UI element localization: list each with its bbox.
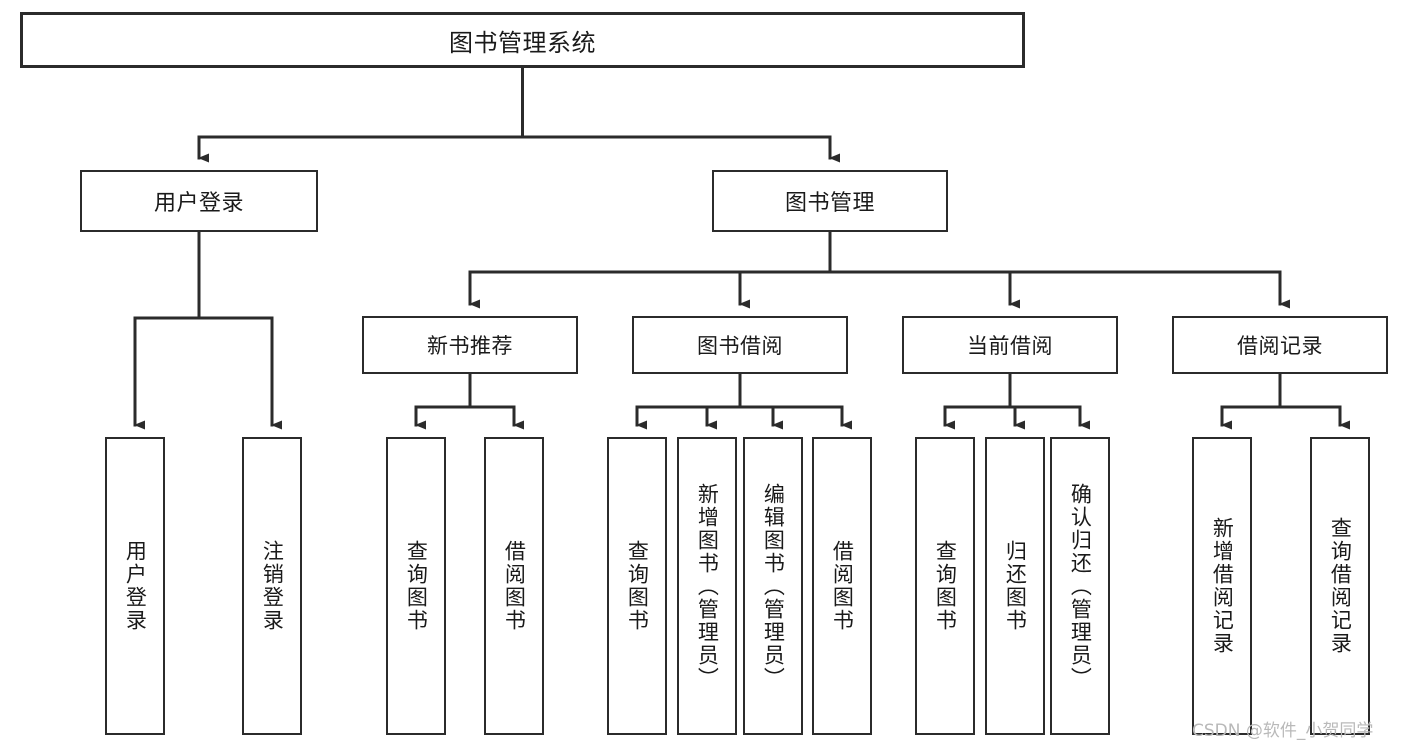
node-leaf-4-label: 查询图书: [625, 540, 650, 632]
node-level2-new-book-recommend-label: 新书推荐: [427, 334, 513, 358]
node-leaf-2[interactable]: 查询图书: [386, 437, 446, 735]
node-level2-borrow-record-label: 借阅记录: [1237, 334, 1323, 358]
node-leaf-3-label: 借阅图书: [502, 540, 527, 632]
node-level2-book-borrow-label: 图书借阅: [697, 334, 783, 358]
node-leaf-10-label: 确认归还（管理员）: [1068, 482, 1093, 690]
node-leaf-4[interactable]: 查询图书: [607, 437, 667, 735]
node-level2-current-borrow-label: 当前借阅: [967, 334, 1053, 358]
node-leaf-9[interactable]: 归还图书: [985, 437, 1045, 735]
node-leaf-7-label: 借阅图书: [830, 540, 855, 632]
node-level2-new-book-recommend[interactable]: 新书推荐: [362, 316, 578, 374]
node-leaf-8-label: 查询图书: [933, 540, 958, 632]
node-leaf-12-label: 查询借阅记录: [1328, 517, 1353, 655]
node-level2-current-borrow[interactable]: 当前借阅: [902, 316, 1118, 374]
node-leaf-3[interactable]: 借阅图书: [484, 437, 544, 735]
node-level1-book-management-label: 图书管理: [784, 191, 875, 216]
node-leaf-10[interactable]: 确认归还（管理员）: [1050, 437, 1110, 735]
node-leaf-2-label: 查询图书: [404, 540, 429, 632]
node-leaf-7[interactable]: 借阅图书: [812, 437, 872, 735]
node-leaf-5[interactable]: 新增图书（管理员）: [677, 437, 737, 735]
node-leaf-6-label: 编辑图书（管理员）: [761, 482, 786, 690]
node-leaf-1-label: 注销登录: [260, 540, 285, 632]
node-leaf-12[interactable]: 查询借阅记录: [1310, 437, 1370, 735]
node-leaf-11-label: 新增借阅记录: [1210, 517, 1235, 655]
node-level2-borrow-record[interactable]: 借阅记录: [1172, 316, 1388, 374]
node-level2-book-borrow[interactable]: 图书借阅: [632, 316, 848, 374]
node-leaf-5-label: 新增图书（管理员）: [695, 482, 720, 690]
node-level1-user-login-label: 用户登录: [153, 191, 244, 216]
node-leaf-11[interactable]: 新增借阅记录: [1192, 437, 1252, 735]
node-leaf-6[interactable]: 编辑图书（管理员）: [743, 437, 803, 735]
node-leaf-9-label: 归还图书: [1003, 540, 1028, 632]
node-level1-book-management[interactable]: 图书管理: [712, 170, 948, 232]
node-level1-user-login[interactable]: 用户登录: [80, 170, 318, 232]
node-root[interactable]: 图书管理系统: [20, 12, 1025, 68]
node-leaf-1[interactable]: 注销登录: [242, 437, 302, 735]
node-root-label: 图书管理系统: [449, 28, 596, 57]
node-leaf-0[interactable]: 用户登录: [105, 437, 165, 735]
node-leaf-0-label: 用户登录: [123, 540, 148, 632]
node-leaf-8[interactable]: 查询图书: [915, 437, 975, 735]
